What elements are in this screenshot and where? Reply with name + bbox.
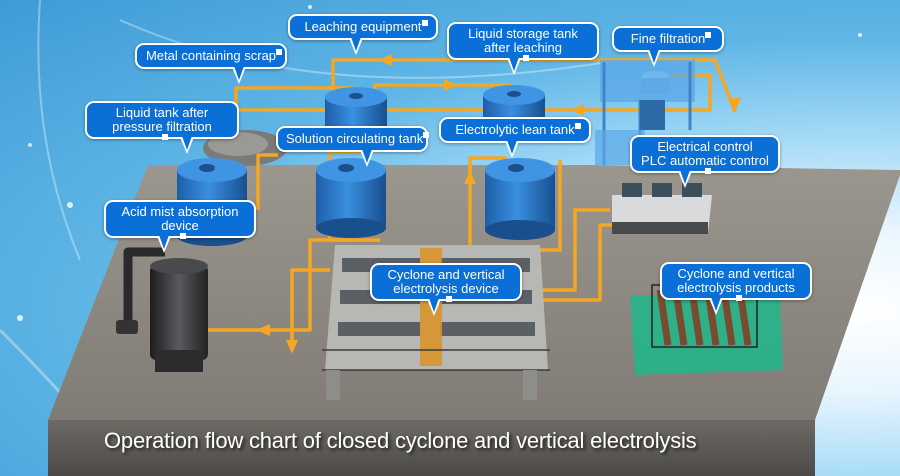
callout-pointer bbox=[680, 170, 690, 184]
star bbox=[308, 5, 312, 9]
callout-text: pressure filtration bbox=[112, 119, 212, 134]
callout-liquid-tank-after-pressure-filtration: Liquid tank after pressure filtration bbox=[85, 101, 239, 154]
callout-pointer bbox=[362, 149, 372, 163]
callout-text: Liquid storage tank bbox=[468, 26, 578, 41]
callout-pointer bbox=[159, 235, 169, 249]
callout-text: Metal containing scrap bbox=[145, 48, 277, 63]
star bbox=[28, 143, 32, 147]
callout-liquid-storage-tank-after-leaching: Liquid storage tank after leaching bbox=[447, 22, 599, 75]
platform-side bbox=[48, 420, 815, 476]
callout-pointer bbox=[429, 298, 439, 312]
callout-text: electrolysis device bbox=[393, 281, 499, 296]
callout-pointer bbox=[711, 297, 721, 311]
flow-arrows bbox=[256, 54, 741, 354]
solution-circulating-tank bbox=[316, 158, 386, 238]
acid-mist-device bbox=[116, 247, 208, 372]
callout-leaching-equipment: Leaching equipment bbox=[288, 14, 438, 55]
callout-pointer bbox=[351, 37, 361, 51]
callout-text: Leaching equipment bbox=[304, 19, 422, 34]
flow-arrow bbox=[256, 324, 270, 336]
callout-text: electrolysis products bbox=[677, 280, 795, 295]
callout-text: Electrolytic lean tank bbox=[455, 122, 575, 137]
diagram-caption: Operation flow chart of closed cyclone a… bbox=[104, 428, 697, 453]
leaching-tank bbox=[325, 87, 387, 127]
callout-pointer bbox=[509, 57, 519, 71]
flow-arrow bbox=[378, 54, 392, 66]
callout-acid-mist-absorption-device: Acid mist absorption device bbox=[104, 200, 256, 253]
star bbox=[67, 202, 73, 208]
electrolytic-lean-tank bbox=[485, 158, 555, 240]
star bbox=[858, 33, 862, 37]
callout-fine-filtration: Fine filtration bbox=[612, 26, 724, 67]
decor-arc bbox=[119, 19, 621, 79]
flow-arrow bbox=[464, 170, 476, 184]
callout-text: Electrical control bbox=[657, 139, 753, 154]
callout-electrical-control: Electrical control PLC automatic control bbox=[630, 135, 780, 188]
flow-arrow bbox=[570, 104, 584, 116]
callout-text: after leaching bbox=[483, 40, 563, 55]
callout-pointer bbox=[507, 140, 517, 154]
callout-text: Cyclone and vertical bbox=[677, 266, 795, 281]
callout-text: PLC automatic control bbox=[641, 153, 769, 168]
star bbox=[17, 315, 23, 321]
callout-cyclone-electrolysis-device: Cyclone and vertical electrolysis device bbox=[370, 263, 522, 316]
control-desk bbox=[612, 183, 712, 234]
pipe bbox=[290, 268, 330, 350]
callout-pointer bbox=[182, 136, 192, 150]
callout-text: Acid mist absorption bbox=[121, 204, 239, 219]
callout-pointer bbox=[234, 66, 244, 80]
callout-text: Liquid tank after bbox=[115, 105, 209, 120]
callout-text: Cyclone and vertical bbox=[387, 267, 505, 282]
flow-arrow bbox=[444, 79, 458, 91]
callout-solution-circulating-tank: Solution circulating tank bbox=[276, 126, 430, 167]
pipe bbox=[256, 153, 278, 210]
callout-text: Fine filtration bbox=[630, 31, 706, 46]
pipe bbox=[530, 223, 618, 302]
callout-text: Solution circulating tank bbox=[286, 131, 424, 146]
pipe bbox=[540, 160, 562, 252]
flow-arrow bbox=[729, 98, 741, 112]
decor-arc bbox=[37, 0, 81, 261]
pipe bbox=[540, 208, 610, 292]
callout-text: device bbox=[161, 218, 199, 233]
callout-cyclone-electrolysis-products: Cyclone and vertical electrolysis produc… bbox=[660, 262, 812, 315]
callout-electrolytic-lean-tank: Electrolytic lean tank bbox=[439, 117, 591, 158]
flow-arrow bbox=[286, 340, 298, 354]
callout-metal-containing-scrap: Metal containing scrap bbox=[135, 43, 287, 84]
callout-pointer bbox=[649, 49, 659, 63]
tanks bbox=[177, 85, 555, 246]
